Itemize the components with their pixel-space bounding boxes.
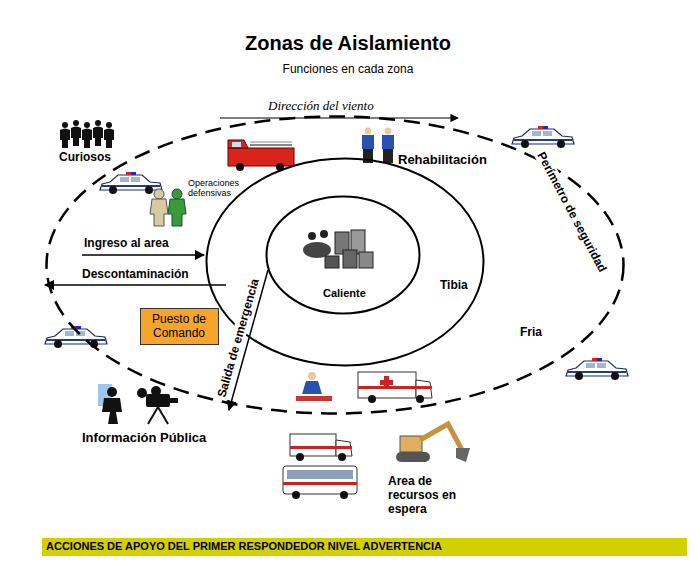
wind-label: Dirección del viento [268,98,374,114]
fire-truck [228,140,294,171]
function-label: Rehabilitación [398,152,487,167]
zone-label: Caliente [323,287,366,299]
perimeter-label: Perímetro de seguridad [533,148,610,276]
ingress-arrow [82,254,204,256]
zone-label: Tibia [440,278,468,292]
zone-ellipse [207,159,484,366]
staging-vehicles [283,424,470,499]
arrow-label: Ingreso al area [84,236,169,250]
band-text: ACCIONES DE APOYO DEL PRIMER RESPONDEDOR… [46,540,442,552]
arrow-label: Descontaminación [82,267,189,281]
police-car [566,358,628,380]
function-label: Area de recursos en espera [388,474,472,516]
onlookers-icon [60,120,114,148]
footer-band: ACCIONES DE APOYO DEL PRIMER RESPONDEDOR… [42,538,687,556]
hazard-drums [303,230,373,268]
zone-label: Fria [520,325,542,339]
warm-zone: TibiaCaliente [205,157,485,367]
medic-ambulance [296,372,432,403]
box-text: Puesto de Comando [144,312,214,340]
function-label: Operaciones defensivas [188,178,252,198]
subtitle: Funciones en cada zona [0,62,696,76]
group-label: Curiosos [58,150,112,164]
zone-ellipse [47,117,624,414]
police-car [512,126,574,148]
police-car [100,172,162,194]
public-information-icon [98,384,178,424]
function-label: Información Pública [82,430,206,445]
hot-zone: Caliente [265,195,421,315]
decontamination-arrow [45,284,226,286]
arrow-label: Salida de emergencia [214,275,262,401]
zone-ellipse [267,197,420,314]
command-post: Puesto de Comando [140,308,219,345]
rehabilitation-icon [362,128,394,164]
hazmat-figures [150,189,186,226]
diagram-title: Zonas de Aislamiento [0,32,696,55]
zone-outline [205,157,485,367]
